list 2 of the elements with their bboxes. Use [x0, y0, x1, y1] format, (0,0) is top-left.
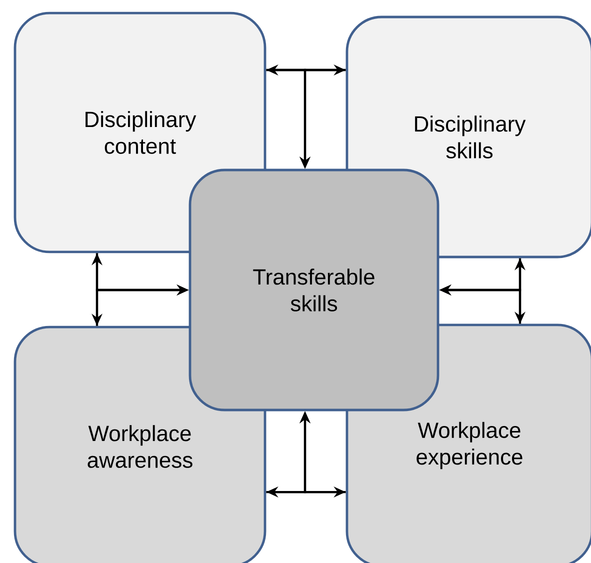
rounded-box: Transferable skills: [188, 168, 440, 412]
rounded-box: Disciplinary content: [14, 12, 266, 254]
